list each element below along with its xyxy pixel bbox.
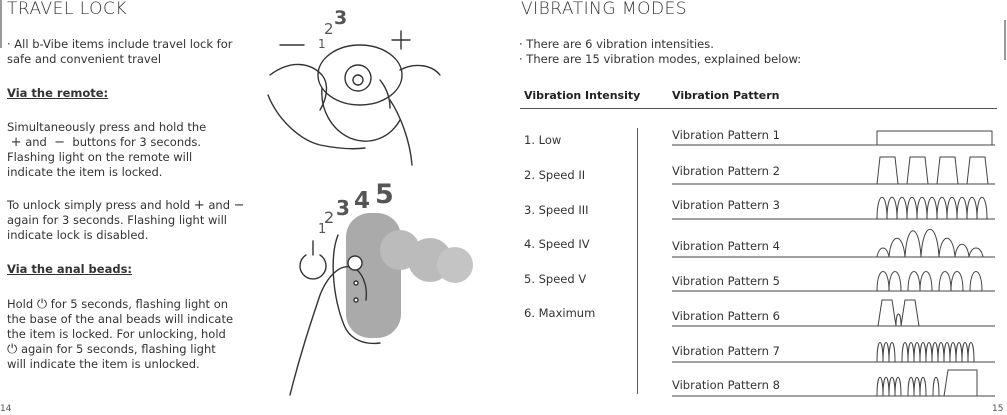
figure-number: 5 [375, 179, 394, 210]
travel-lock-title: TRAVEL LOCK [7, 0, 128, 19]
figure-number: 3 [334, 7, 347, 29]
vibrating-modes-title: VIBRATING MODES [521, 0, 688, 19]
intensity-item: 2. Speed II [524, 168, 586, 182]
intro-paragraph: · All b-Vibe items include travel lock f… [7, 37, 233, 66]
waveform-1 [876, 130, 993, 145]
waveform-8 [876, 369, 978, 397]
intensity-item: 3. Speed III [524, 203, 589, 217]
header-intensity: Vibration Intensity [524, 89, 641, 102]
intensity-item: 5. Speed V [524, 272, 587, 286]
waveform-6 [877, 299, 920, 327]
pattern-label: Vibration Pattern 2 [672, 164, 780, 178]
figure-number: 4 [354, 188, 370, 214]
pattern-label: Vibration Pattern 4 [672, 239, 780, 253]
waveform-5 [876, 271, 983, 292]
power-icon: ⏻ [36, 297, 48, 312]
figure-number: 2 [324, 208, 334, 227]
page-number-right: 15 [992, 404, 1004, 414]
intensity-item: 1. Low [524, 133, 562, 147]
pattern-label: Vibration Pattern 8 [672, 378, 780, 392]
header-rule [520, 108, 997, 109]
remote-unlock-paragraph: To unlock simply press and hold + and − … [7, 198, 245, 242]
remote-lock-paragraph: Simultaneously press and hold the + and … [7, 120, 207, 179]
figure-number: 3 [336, 196, 350, 220]
figure-number: 1 [318, 222, 326, 237]
right-page-edge [1004, 20, 1006, 60]
beads-hand-illustration: 1 2 3 4 5 [289, 179, 473, 396]
pattern-label: Vibration Pattern 3 [672, 198, 780, 212]
pattern-label: Vibration Pattern 5 [672, 274, 780, 288]
waveform-3 [876, 197, 988, 220]
left-page-edge [0, 0, 2, 48]
remote-heading: Via the remote: [7, 86, 109, 100]
column-divider [637, 128, 638, 394]
figure-number: 1 [318, 37, 326, 51]
plus-icon: + [193, 198, 205, 213]
pattern-label: Vibration Pattern 7 [672, 344, 780, 358]
page-number-left: 14 [0, 404, 12, 414]
plus-icon: + [10, 135, 22, 150]
waveform-2 [876, 156, 989, 185]
pattern-label: Vibration Pattern 1 [672, 128, 780, 142]
intensity-item: 4. Speed IV [524, 237, 590, 251]
beads-paragraph: Hold ⏻ for 5 seconds, flashing light on … [7, 297, 234, 371]
waveform-7 [876, 342, 975, 363]
minus-icon: − [54, 135, 66, 150]
intensity-item: 6. Maximum [524, 306, 596, 320]
power-icon: ⏻ [7, 342, 18, 357]
pattern-label: Vibration Pattern 6 [672, 309, 780, 323]
remote-hands-illustration: 1 2 3 [267, 7, 441, 166]
beads-heading: Via the anal beads: [7, 262, 133, 276]
minus-icon: − [233, 198, 245, 213]
bullets: · There are 6 vibration intensities. · T… [519, 37, 802, 66]
header-pattern: Vibration Pattern [672, 89, 780, 102]
waveform-4 [876, 228, 984, 258]
figure-number: 2 [324, 20, 334, 38]
